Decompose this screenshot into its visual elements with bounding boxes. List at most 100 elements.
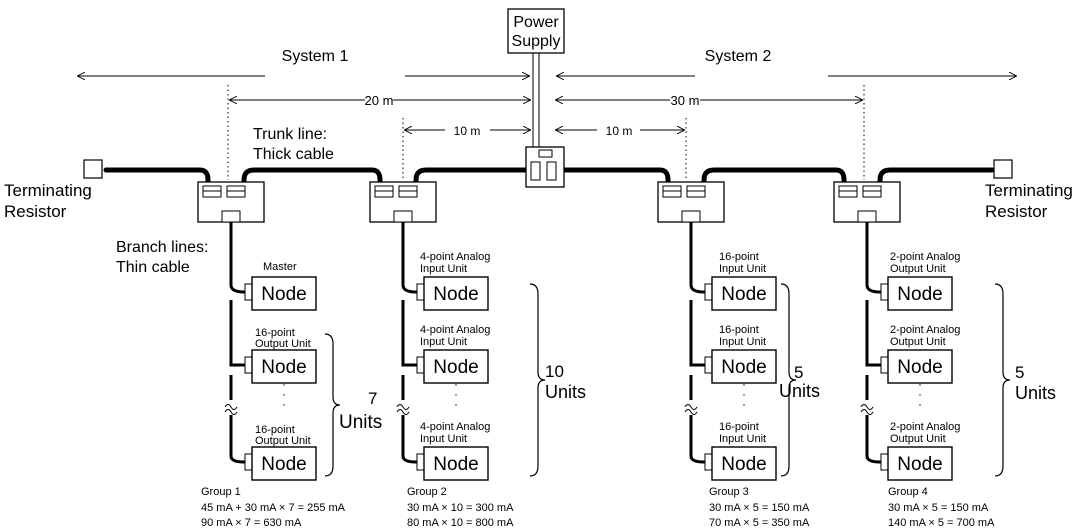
node-caption: Input Unit xyxy=(719,433,766,445)
node-label: Node xyxy=(433,454,478,475)
group-current-calc-1: 30 mA × 10 = 300 mA xyxy=(407,502,514,514)
branch-lines-label-2: Thin cable xyxy=(116,259,190,276)
node-caption: Input Unit xyxy=(420,433,467,445)
ellipsis-dot: · xyxy=(454,377,458,391)
node-caption: Output Unit xyxy=(890,433,946,445)
node-box xyxy=(251,276,317,311)
distance-left-short: 10 m xyxy=(454,124,481,138)
node-box xyxy=(423,446,489,481)
distance-left-long: 20 m xyxy=(365,93,394,108)
node: Node xyxy=(244,349,317,384)
node: Node xyxy=(416,446,489,481)
node-caption: Input Unit xyxy=(719,263,766,275)
node: Node xyxy=(416,276,489,311)
node-label: Node xyxy=(433,357,478,378)
terminating-resistor-left xyxy=(83,159,103,179)
unit-count: 7 xyxy=(368,389,377,408)
group-current-calc-2: 70 mA × 5 = 350 mA xyxy=(709,517,810,529)
node-box xyxy=(711,349,777,384)
units-label: Units xyxy=(339,412,382,433)
branch-tap xyxy=(369,181,437,223)
node-caption: Output Unit xyxy=(890,263,946,275)
node-box xyxy=(711,446,777,481)
node-caption: Output Unit xyxy=(890,336,946,348)
group-name: Group 1 xyxy=(201,486,241,498)
group-brace xyxy=(780,283,797,477)
terminator-left-label-2: Resistor xyxy=(4,202,67,221)
branch-lines-label-1: Branch lines: xyxy=(116,239,209,256)
terminator-right-label-1: Terminating xyxy=(985,181,1073,200)
node-caption: 16-point xyxy=(255,424,295,436)
power-supply-label-1: Power xyxy=(513,14,559,31)
trunk-line-label-1: Trunk line: xyxy=(253,126,327,143)
units-label: Units xyxy=(779,381,820,401)
branch-cable xyxy=(229,222,252,464)
group-brace xyxy=(994,283,1011,477)
node: Node xyxy=(704,446,777,481)
branch-cable xyxy=(401,222,424,464)
power-tap xyxy=(525,146,565,188)
group-current-calc-1: 45 mA + 30 mA × 7 = 255 mA xyxy=(201,502,346,514)
cable-break-symbol xyxy=(684,404,698,415)
system-2-label: System 2 xyxy=(705,48,772,65)
node-caption: 4-point Analog xyxy=(420,421,490,433)
cable-break-symbol xyxy=(224,404,238,415)
terminator-left-label-1: Terminating xyxy=(4,181,92,200)
group-current-calc-2: 140 mA × 5 = 700 mA xyxy=(888,517,995,529)
node-caption: Input Unit xyxy=(420,263,467,275)
node-box xyxy=(887,446,953,481)
node-caption: 4-point Analog xyxy=(420,324,490,336)
cable-break-symbol xyxy=(396,404,410,415)
terminator-right-label-2: Resistor xyxy=(985,202,1048,221)
group-name: Group 2 xyxy=(407,486,447,498)
trunk-line xyxy=(103,167,995,189)
node: Node xyxy=(880,349,953,384)
node-caption: 2-point Analog xyxy=(890,251,960,263)
ellipsis-dot: · xyxy=(742,397,746,411)
tap-port-branch xyxy=(681,210,701,223)
node-label: Node xyxy=(897,454,942,475)
node-box xyxy=(887,349,953,384)
ellipsis-dot: · xyxy=(918,377,922,391)
ellipsis-dot: · xyxy=(454,387,458,401)
group-name: Group 3 xyxy=(709,486,749,498)
reference-lines xyxy=(227,85,865,180)
node-caption: 2-point Analog xyxy=(890,324,960,336)
node-box xyxy=(423,276,489,311)
node-label: Node xyxy=(897,357,942,378)
node-label: Node xyxy=(721,454,766,475)
node-label: Node xyxy=(261,357,306,378)
node: Node xyxy=(704,349,777,384)
node-label: Node xyxy=(261,454,306,475)
node-label: Node xyxy=(433,284,478,305)
ellipsis-dot: · xyxy=(282,377,286,391)
node: Node xyxy=(244,446,317,481)
node-caption: 4-point Analog xyxy=(420,251,490,263)
node-caption: Input Unit xyxy=(420,336,467,348)
ellipsis-dot: · xyxy=(454,397,458,411)
branch-cable xyxy=(865,222,888,464)
node: Node xyxy=(880,446,953,481)
ellipsis-dot: · xyxy=(282,387,286,401)
ellipsis-dot: · xyxy=(918,387,922,401)
node-caption: 16-point xyxy=(719,324,759,336)
group-brace xyxy=(529,283,546,477)
node: Node xyxy=(880,276,953,311)
tap-port-branch xyxy=(857,210,877,223)
system-1-label: System 1 xyxy=(282,48,349,65)
power-supply-label-2: Supply xyxy=(512,33,561,50)
unit-count: 5 xyxy=(1015,363,1024,382)
node-box xyxy=(887,276,953,311)
node-box xyxy=(423,349,489,384)
node-caption: 16-point xyxy=(719,421,759,433)
unit-count: 10 xyxy=(545,362,564,381)
group-current-calc-2: 90 mA × 7 = 630 mA xyxy=(201,517,302,529)
branch-tap xyxy=(833,181,901,223)
node: Node xyxy=(416,349,489,384)
power-feed-cable xyxy=(532,53,540,148)
tap-port-branch xyxy=(221,210,241,223)
ellipsis-dot: · xyxy=(742,377,746,391)
power-supply: Power Supply xyxy=(507,8,565,54)
